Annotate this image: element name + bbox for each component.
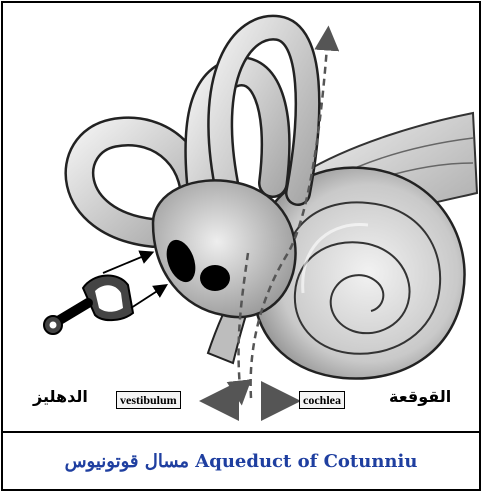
label-cochlea-latin: cochlea <box>299 391 345 409</box>
round-window <box>200 265 230 291</box>
label-vestibulum-latin: vestibulum <box>116 391 181 409</box>
stapes-bone <box>44 276 133 334</box>
label-vestibulum-arabic: الدهليز <box>33 387 88 406</box>
caption-bar: مسال قوتونيوس Aqueduct of Cotunniu <box>3 433 479 489</box>
label-cochlea-arabic: القوقعة <box>389 387 451 406</box>
inner-ear-illustration <box>3 3 479 431</box>
caption-text: مسال قوتونيوس Aqueduct of Cotunniu <box>65 451 418 472</box>
